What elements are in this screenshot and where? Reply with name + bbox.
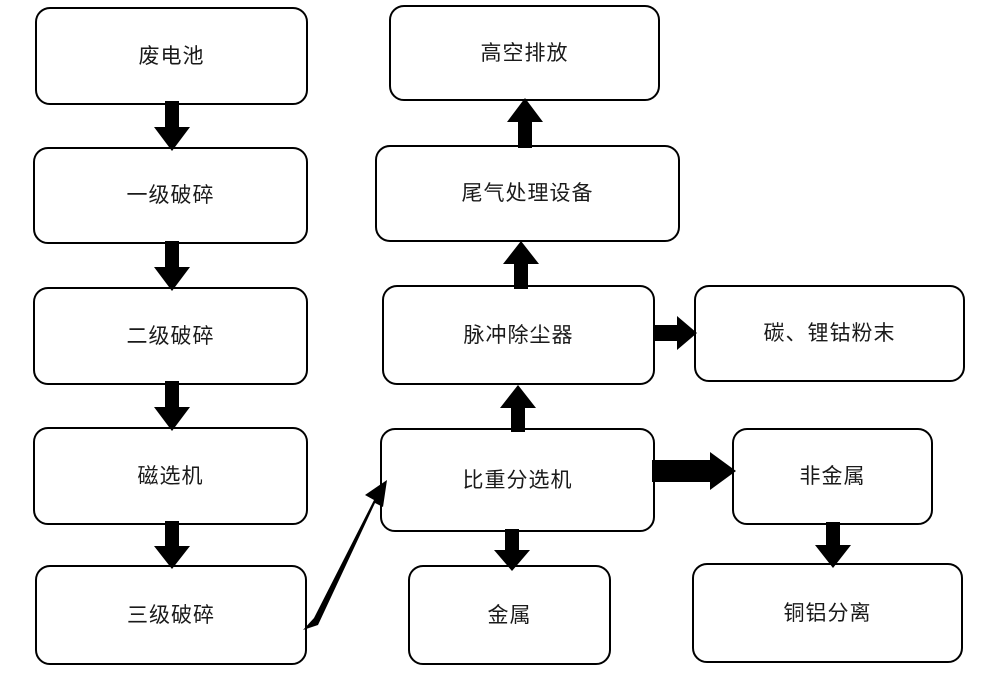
- arrow-gravity-separator-to-non-metal: [652, 452, 736, 490]
- node-tertiary-crush[interactable]: 三级破碎: [35, 565, 307, 665]
- node-high-altitude-emission[interactable]: 高空排放: [389, 5, 660, 101]
- arrow-non-metal-to-copper-aluminum-separation: [813, 522, 853, 568]
- node-carbon-lithium-cobalt-powder[interactable]: 碳、锂钴粉末: [694, 285, 965, 382]
- arrow-waste-battery-to-primary-crush: [152, 101, 192, 151]
- arrow-pulse-dust-collector-to-exhaust-treatment: [501, 241, 541, 289]
- arrow-primary-crush-to-secondary-crush: [152, 241, 192, 291]
- arrow-tertiary-crush-to-gravity-separator: [295, 470, 395, 635]
- arrow-gravity-separator-to-pulse-dust-collector: [498, 385, 538, 432]
- node-label: 尾气处理设备: [461, 181, 594, 205]
- node-label: 非金属: [799, 464, 866, 488]
- node-metal[interactable]: 金属: [408, 565, 611, 665]
- node-secondary-crush[interactable]: 二级破碎: [33, 287, 308, 385]
- node-label: 磁选机: [137, 463, 204, 488]
- node-label: 脉冲除尘器: [463, 322, 574, 347]
- arrow-gravity-separator-to-metal: [492, 529, 532, 571]
- arrow-magnetic-separator-to-tertiary-crush: [152, 521, 192, 569]
- node-label: 比重分选机: [462, 467, 573, 492]
- node-waste-battery[interactable]: 废电池: [35, 7, 308, 105]
- node-non-metal[interactable]: 非金属: [732, 428, 933, 525]
- node-magnetic-separator[interactable]: 磁选机: [33, 427, 308, 525]
- node-label: 碳、锂钴粉末: [763, 321, 896, 345]
- arrow-secondary-crush-to-magnetic-separator: [152, 381, 192, 431]
- node-exhaust-treatment[interactable]: 尾气处理设备: [375, 145, 680, 242]
- node-copper-aluminum-separation[interactable]: 铜铝分离: [692, 563, 963, 663]
- node-label: 高空排放: [480, 40, 569, 65]
- node-label: 二级破碎: [126, 323, 215, 348]
- arrow-pulse-dust-collector-to-carbon-lithium-cobalt-powder: [653, 315, 697, 351]
- node-label: 一级破碎: [126, 183, 215, 207]
- node-label: 金属: [487, 602, 532, 627]
- node-label: 铜铝分离: [783, 600, 872, 625]
- node-primary-crush[interactable]: 一级破碎: [33, 147, 308, 244]
- arrow-exhaust-treatment-to-high-altitude-emission: [505, 98, 545, 148]
- node-pulse-dust-collector[interactable]: 脉冲除尘器: [382, 285, 655, 385]
- node-label: 三级破碎: [127, 602, 215, 627]
- node-label: 废电池: [138, 43, 205, 68]
- node-gravity-separator[interactable]: 比重分选机: [380, 428, 655, 532]
